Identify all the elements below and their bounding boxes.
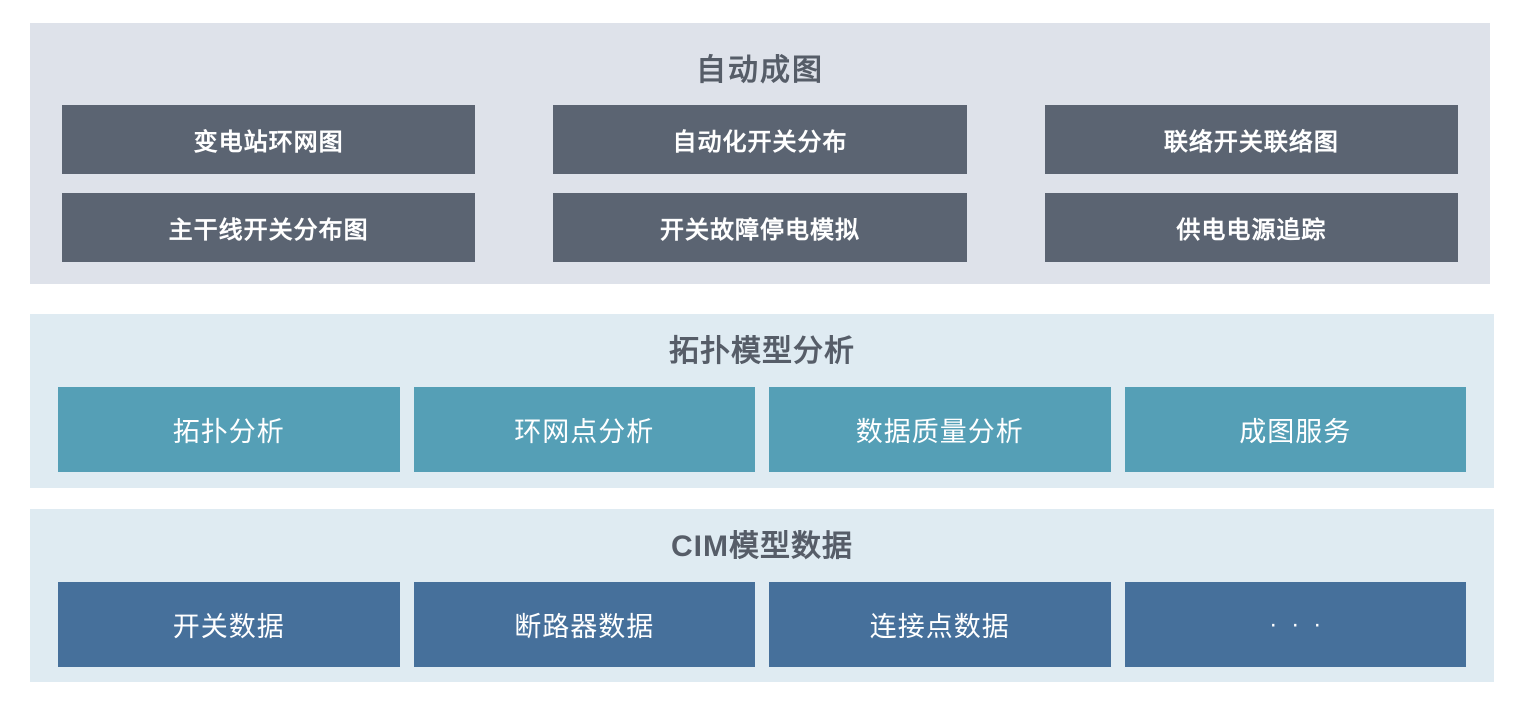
block-topology-analysis: 拓扑分析 bbox=[58, 387, 400, 472]
section-cim-title: CIM模型数据 bbox=[671, 530, 853, 563]
section-topology-model-analysis: 拓扑模型分析 拓扑分析 环网点分析 数据质量分析 成图服务 bbox=[30, 314, 1494, 488]
topology-block-row: 拓扑分析 环网点分析 数据质量分析 成图服务 bbox=[30, 369, 1494, 472]
section-auto-diagram-title: 自动成图 bbox=[696, 54, 824, 87]
block-power-source-tracing: 供电电源追踪 bbox=[1044, 193, 1458, 262]
block-switch-data: 开关数据 bbox=[58, 582, 400, 667]
block-switch-fault-outage-simulation: 开关故障停电模拟 bbox=[553, 193, 967, 262]
block-tie-switch-connection-diagram: 联络开关联络图 bbox=[1044, 105, 1458, 174]
auto-diagram-block-grid: 变电站环网图 自动化开关分布 联络开关联络图 主干线开关分布图 开关故障停电模拟… bbox=[30, 88, 1490, 262]
section-topology-title: 拓扑模型分析 bbox=[669, 335, 855, 368]
block-substation-ring-diagram: 变电站环网图 bbox=[62, 105, 476, 174]
block-diagram-service: 成图服务 bbox=[1124, 387, 1466, 472]
block-connection-point-data: 连接点数据 bbox=[769, 582, 1111, 667]
block-automation-switch-distribution: 自动化开关分布 bbox=[553, 105, 967, 174]
cim-block-row: 开关数据 断路器数据 连接点数据 ··· bbox=[30, 564, 1494, 667]
section-cim-model-data: CIM模型数据 开关数据 断路器数据 连接点数据 ··· bbox=[30, 509, 1494, 682]
block-more-ellipsis: ··· bbox=[1124, 582, 1466, 667]
block-trunk-line-switch-distribution: 主干线开关分布图 bbox=[62, 193, 476, 262]
block-data-quality-analysis: 数据质量分析 bbox=[769, 387, 1111, 472]
block-breaker-data: 断路器数据 bbox=[413, 582, 755, 667]
section-auto-diagram: 自动成图 变电站环网图 自动化开关分布 联络开关联络图 主干线开关分布图 开关故… bbox=[30, 23, 1490, 284]
block-ring-point-analysis: 环网点分析 bbox=[413, 387, 755, 472]
